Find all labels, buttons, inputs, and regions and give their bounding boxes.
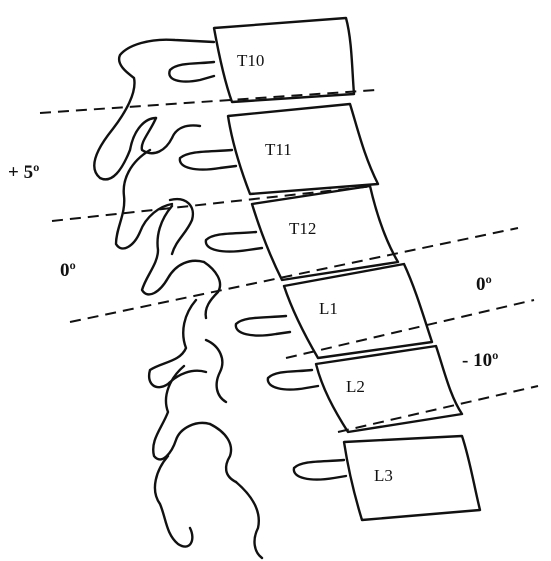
angle-label-t12-l1: 0º <box>476 274 492 295</box>
angle-label-t10-t11: + 5º <box>8 162 39 183</box>
vertebra-label-l1: L1 <box>319 299 338 318</box>
vertebral-body-l2 <box>316 346 462 432</box>
vertebra-label-t10: T10 <box>237 51 264 70</box>
vertebral-body-t11 <box>228 104 378 194</box>
angle-label-t11-t12: 0º <box>60 260 76 281</box>
vertebral-body-l1 <box>284 264 432 358</box>
vertebral-bodies <box>214 18 480 520</box>
vertebra-label-t12: T12 <box>289 219 316 238</box>
vertebra-label-l3: L3 <box>374 466 393 485</box>
vertebra-label-t11: T11 <box>265 140 292 159</box>
angle-label-l1-l2: - 10º <box>462 350 498 371</box>
vertebral-body-l3 <box>344 436 480 520</box>
vertebral-body-t10 <box>214 18 354 102</box>
vertebra-label-l2: L2 <box>346 377 365 396</box>
vertebral-body-t12 <box>252 186 398 280</box>
